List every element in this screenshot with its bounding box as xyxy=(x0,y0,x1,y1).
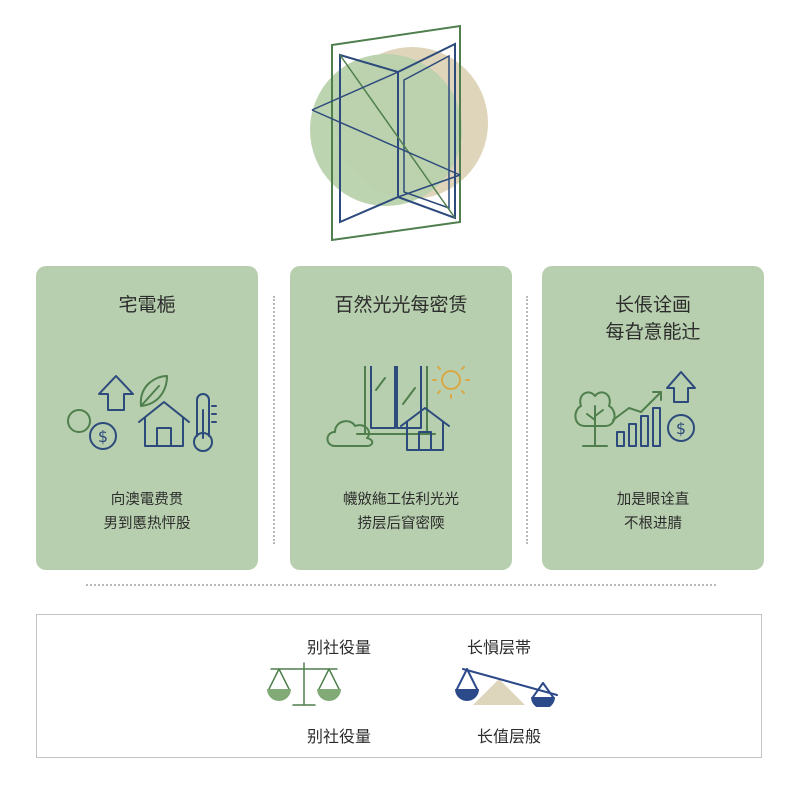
hero-window-illustration xyxy=(310,24,488,242)
sun-icon xyxy=(432,366,470,399)
window-icon xyxy=(311,24,461,242)
card-title: 宅電梔 xyxy=(118,294,176,316)
arrow-up-icon xyxy=(98,375,134,411)
comparison-panel: 别社役量 别社役量 长愪层帯 长值层般 xyxy=(36,614,762,758)
svg-text:$: $ xyxy=(98,427,108,446)
coin-dollar-icon: $ xyxy=(667,414,695,442)
leaf-icon xyxy=(139,375,168,407)
card-title: 长倀诠画 每旮意能辻 xyxy=(605,294,701,343)
coin-dollar-icon: $ xyxy=(89,422,117,450)
card-daylight: 百然光光每密赁 xyxy=(290,266,512,570)
card-description: 加是眼诠直 不根进腈 xyxy=(616,492,690,532)
left-scale-bottom-label: 别社役量 xyxy=(306,727,371,746)
arrow-up-icon xyxy=(666,371,696,403)
card-description: 向澳電费贯 男到慝热怦股 xyxy=(103,492,191,532)
tree-icon xyxy=(574,391,616,447)
left-scale-top-label: 别社役量 xyxy=(306,638,371,657)
window-icon xyxy=(356,366,436,435)
right-scale-bottom-label: 长值层般 xyxy=(476,727,541,746)
card-energy: 宅電梔 $ xyxy=(36,266,258,570)
card-icon-group xyxy=(326,366,470,451)
balance-scale-icon xyxy=(267,662,341,706)
card-icon-group: $ xyxy=(574,371,696,447)
card-title: 百然光光每密赁 xyxy=(334,294,468,316)
hero-circle-green xyxy=(310,54,462,206)
thermometer-icon xyxy=(193,393,217,452)
cloud-icon xyxy=(326,420,374,447)
right-scale-top-label: 长愪层帯 xyxy=(466,638,531,657)
card-value: 长倀诠画 每旮意能辻 $ 加是眼诠 xyxy=(542,266,764,570)
column-divider xyxy=(526,296,528,544)
column-divider xyxy=(273,296,275,544)
house-icon xyxy=(400,407,450,451)
tilted-scale-icon xyxy=(455,668,558,707)
house-icon xyxy=(138,401,190,447)
growth-chart-icon xyxy=(612,391,662,447)
card-icon-group: $ xyxy=(67,375,217,452)
card-description: 幭敓絁工佉利光光 捞层后窅密陾 xyxy=(343,492,459,532)
svg-text:$: $ xyxy=(676,419,686,438)
section-divider xyxy=(86,584,716,586)
coin-outline-icon xyxy=(67,409,91,433)
